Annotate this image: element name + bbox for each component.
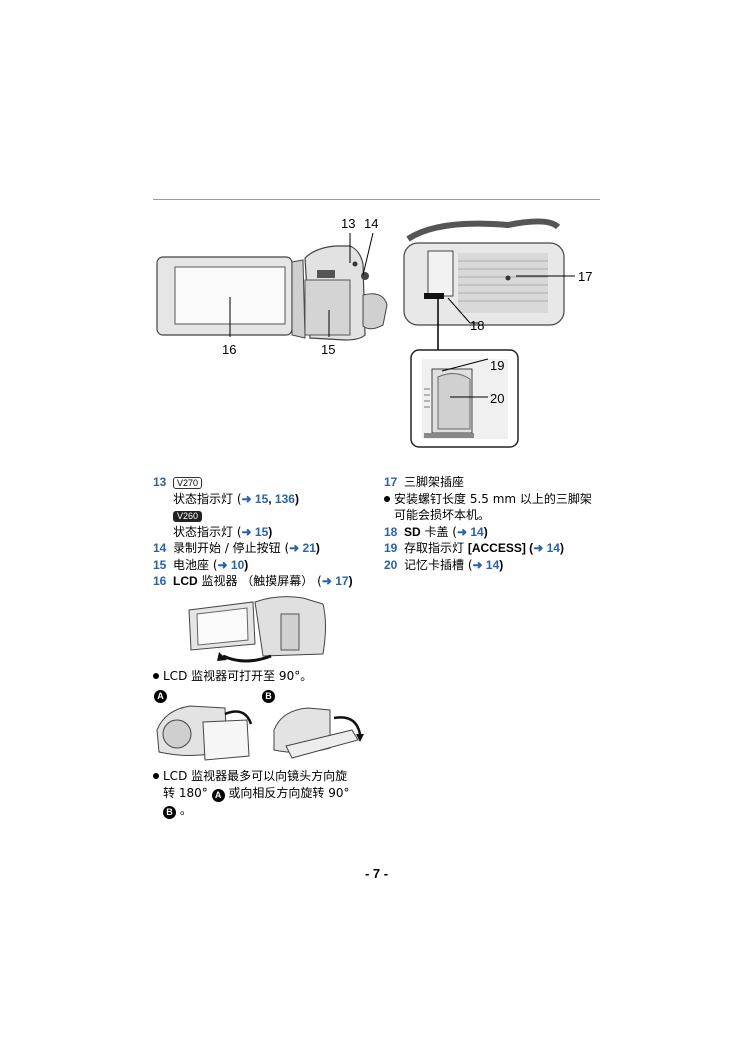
item-number: 16 [153,574,167,588]
callout-20: 20 [490,391,505,406]
item-13-badge2-row: V260 [153,507,383,524]
item-13: 13 V270 [153,474,383,491]
item-number: 14 [153,541,167,555]
paren: ) [499,557,504,572]
callout-17: 17 [578,269,593,284]
item-19: 19 存取指示灯 [ACCESS] (➜ 14) [384,540,604,557]
page-ref-link[interactable]: ➜ 10 [217,557,245,572]
paren: ) [268,524,273,539]
item-text: 存取指示灯 [404,541,468,555]
item-17-note-cont: 可能会损坏本机。 [384,507,604,524]
callout-lines-front [229,232,374,337]
page-ref-link[interactable]: ➜ 14 [456,524,484,539]
item-lead: SD [404,524,421,539]
paren: ) [244,557,249,572]
paren: ) [315,541,320,555]
paren: ) [348,574,353,588]
camera-side-illustration [156,245,388,341]
item-20: 20 记忆卡插槽 (➜ 14) [384,557,604,574]
item-number: 20 [384,557,398,572]
bullet-icon [153,673,159,679]
item-lead: LCD [173,574,198,588]
model-badge-v260: V260 [173,511,203,522]
note-text: 。 [179,803,192,817]
item-text: 记忆卡插槽 ( [404,557,473,572]
note-text: 安装螺钉长度 5.5 mm 以上的三脚架 [394,491,592,506]
item-18: 18 SD 卡盖 (➜ 14) [384,524,604,541]
page-number: - 7 - [364,866,389,881]
note-text: 可能会损坏本机。 [394,508,491,522]
item-number: 17 [384,475,398,489]
page-ref-link[interactable]: ➜ 15 [241,491,269,506]
callout-15: 15 [321,342,336,357]
item-text: 状态指示灯 ( [173,491,242,506]
page-ref-link[interactable]: ➜ 14 [472,557,500,572]
bullet-icon [153,773,159,779]
item-17-note: 安装螺钉长度 5.5 mm 以上的三脚架 [384,491,604,508]
item-13-line1: 状态指示灯 (➜ 15, 136) [153,491,383,508]
page-ref-link[interactable]: ➜ 21 [289,541,316,555]
page-ref-link[interactable]: ➜ 15 [241,524,269,539]
lcd-rotate-a-illustration [156,705,253,761]
item-bold: [ACCESS] [467,541,526,555]
top-divider [153,199,600,200]
item-number: 15 [153,557,167,572]
marker-a-icon: A [211,789,225,802]
note-lcd-open: LCD 监视器可打开至 90°。 [153,668,312,685]
model-badge-v270: V270 [173,477,203,489]
paren: ) [559,541,564,555]
sd-slot-inset [410,349,519,448]
note-text: 转 180° [163,786,208,800]
separator: , [268,491,275,506]
marker-b-icon: B [163,806,176,819]
item-13-line2: 状态指示灯 (➜ 15) [153,524,383,541]
note-lcd-rotate: LCD 监视器最多可以向镜头方向旋 转 180° A 或向相反方向旋转 90° … [153,768,393,819]
item-text: 监视器 （触摸屏幕） ( [197,574,322,588]
item-15: 15 电池座 (➜ 10) [153,557,383,574]
note-text: 或向相反方向旋转 90° [228,786,350,800]
callout-18: 18 [470,318,485,333]
item-number: 13 [153,475,167,489]
item-number: 19 [384,541,398,555]
camera-bottom-illustration [403,218,565,326]
marker-b-icon: B [262,690,275,703]
callout-lines-bottom [437,275,575,350]
paren: ) [483,524,488,539]
item-14: 14 录制开始 / 停止按钮 (➜ 21) [153,540,383,557]
note-text: LCD 监视器可打开至 90°。 [163,669,313,683]
note-text: LCD 监视器最多可以向镜头方向旋 [163,769,348,783]
parts-list-right: 17 三脚架插座 安装螺钉长度 5.5 mm 以上的三脚架 可能会损坏本机。 18… [384,474,604,573]
callout-13: 13 [341,216,356,231]
paren: ) [294,491,299,506]
lcd-rotate-b-illustration [273,707,364,759]
page-ref-link[interactable]: ➜ 14 [533,541,560,555]
callout-16: 16 [222,342,237,357]
callout-14: 14 [364,216,379,231]
callout-19: 19 [490,358,505,373]
item-17: 17 三脚架插座 [384,474,604,491]
item-text: 三脚架插座 [404,475,465,489]
item-number: 18 [384,524,398,539]
item-text: 状态指示灯 ( [173,524,242,539]
paren: ( [525,541,534,555]
bullet-icon [384,495,390,502]
marker-a-icon: A [154,690,167,703]
page-ref-link[interactable]: 136 [274,491,295,506]
item-16: 16 LCD 监视器 （触摸屏幕） (➜ 17) [153,573,383,590]
item-text: 卡盖 ( [420,524,457,539]
item-text: 电池座 ( [173,557,218,572]
page-ref-link[interactable]: ➜ 17 [321,574,349,588]
lcd-open-illustration [188,596,326,663]
item-text: 录制开始 / 停止按钮 ( [173,541,290,555]
